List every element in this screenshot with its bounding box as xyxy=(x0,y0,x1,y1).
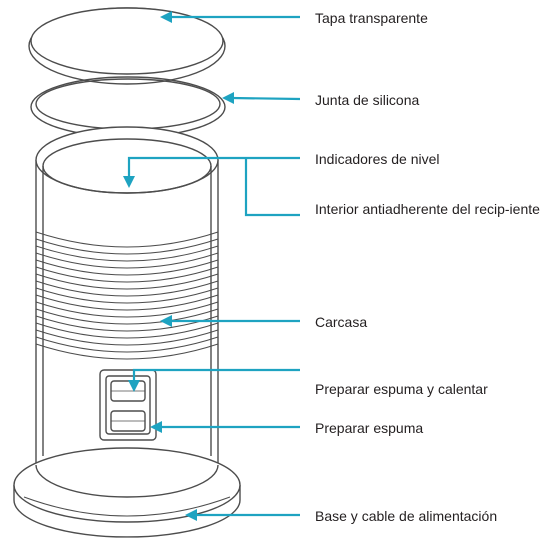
leader-espuma-calentar xyxy=(128,368,300,392)
leader-tapa xyxy=(160,11,300,23)
milk-frother-illustration xyxy=(13,7,241,538)
label-interior-antiadherente: Interior antiadherente del recip-iente xyxy=(315,201,540,217)
leader-carcasa xyxy=(160,315,300,327)
label-junta-de-silicona: Junta de silicona xyxy=(315,92,420,108)
leader-indicadores xyxy=(123,156,300,188)
leader-junta xyxy=(222,92,301,104)
label-base-y-cable: Base y cable de alimentación xyxy=(315,508,498,524)
leader-base xyxy=(185,509,300,521)
label-carcasa: Carcasa xyxy=(315,314,368,330)
transparent-lid xyxy=(28,7,226,85)
power-base xyxy=(13,447,241,538)
leader-lines xyxy=(123,11,301,521)
label-preparar-espuma: Preparar espuma xyxy=(315,420,424,436)
button-panel xyxy=(99,369,157,441)
label-preparar-espuma-y-calentar: Preparar espuma y calentar xyxy=(315,381,488,397)
leader-interior xyxy=(244,158,300,217)
grip-ridges xyxy=(35,231,219,360)
label-indicadores-de-nivel: Indicadores de nivel xyxy=(315,151,440,167)
leader-espuma xyxy=(150,421,300,433)
label-tapa-transparente: Tapa transparente xyxy=(315,10,428,26)
